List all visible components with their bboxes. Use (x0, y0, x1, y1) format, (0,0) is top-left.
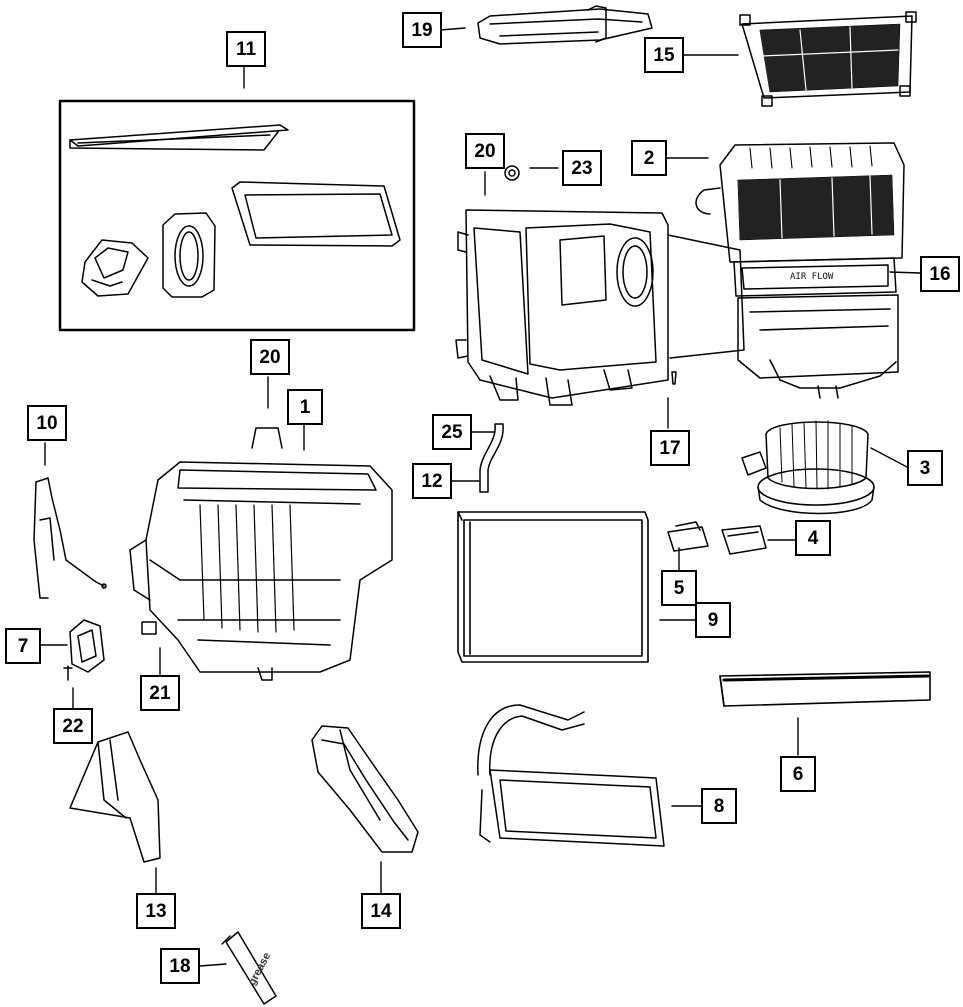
callout-11: 11 (226, 31, 266, 67)
callout-19: 19 (402, 12, 442, 48)
callout-5: 5 (661, 570, 697, 606)
callout-9: 9 (695, 602, 731, 638)
callout-4: 4 (795, 520, 831, 556)
leader-lines (40, 27, 921, 967)
callout-15: 15 (644, 37, 684, 73)
duct-14 (311, 725, 419, 853)
duct-19 (477, 5, 653, 45)
blower-motor (741, 420, 875, 515)
callout-25: 25 (432, 414, 472, 450)
heater-case (129, 427, 393, 681)
air-flow-label: AIR FLOW (790, 272, 834, 282)
callout-20-lower: 20 (250, 339, 290, 375)
callout-22: 22 (53, 708, 93, 744)
duct-13 (69, 731, 161, 863)
callout-20-top: 20 (465, 133, 505, 169)
callout-13: 13 (136, 893, 176, 929)
callout-23: 23 (562, 150, 602, 186)
callout-21: 21 (140, 675, 180, 711)
heater-core (477, 704, 665, 847)
resistors (667, 521, 767, 555)
callout-1: 1 (287, 389, 323, 425)
seal-kit-group (58, 99, 416, 332)
callout-2: 2 (631, 140, 667, 176)
grid-15 (739, 11, 917, 107)
actuator-7 (63, 619, 105, 681)
hvac-housing (455, 142, 905, 493)
callout-7: 7 (5, 628, 41, 664)
callout-16: 16 (920, 256, 960, 292)
callout-10: 10 (27, 405, 67, 441)
callout-18: 18 (160, 948, 200, 984)
callout-8: 8 (701, 788, 737, 824)
cabin-filter (719, 671, 931, 707)
sensor-10 (33, 477, 107, 599)
evaporator (457, 511, 649, 663)
grease-tube (221, 931, 277, 1005)
callout-6: 6 (780, 756, 816, 792)
callout-14: 14 (361, 893, 401, 929)
callout-3: 3 (907, 450, 943, 486)
callout-17: 17 (650, 430, 690, 466)
callout-12: 12 (412, 463, 452, 499)
